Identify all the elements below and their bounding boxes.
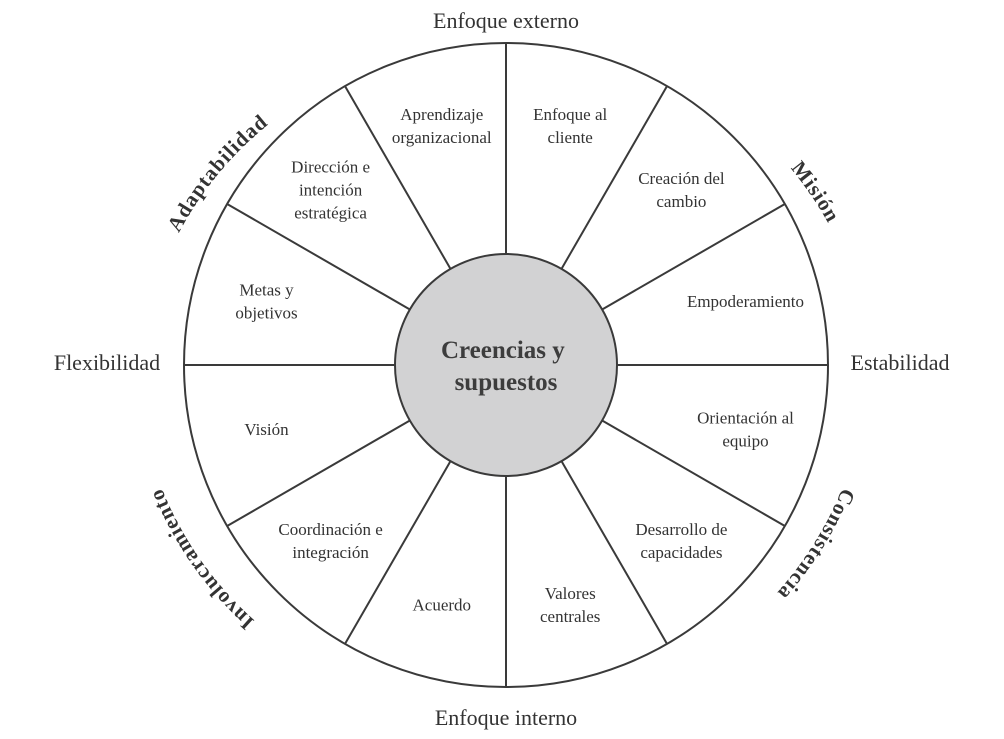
segment-divider — [226, 203, 411, 311]
segment-label: Enfoque al cliente — [533, 105, 607, 147]
segment-label-line: Acuerdo — [413, 596, 472, 615]
segment-divider — [601, 203, 786, 311]
center-label-line-1: Creencias y — [441, 337, 565, 364]
segment-label: Metas y objetivos — [235, 280, 297, 322]
segment-label: Dirección e intención estratégica — [291, 158, 370, 223]
segment-label-line: Valores — [545, 584, 596, 603]
segment-label-line: Creación del — [638, 169, 725, 188]
segment-label-line: cliente — [548, 128, 593, 147]
segment-label: Empoderamiento — [687, 292, 804, 311]
segment-dividers — [184, 43, 828, 687]
segment-label: Valores centrales — [540, 584, 600, 626]
segment-divider — [560, 85, 668, 270]
segment-label-line: intención — [299, 181, 363, 200]
axis-label-top: Enfoque externo — [433, 8, 579, 33]
center-label-line-2: supuestos — [455, 369, 558, 396]
segment-label-line: Empoderamiento — [687, 292, 804, 311]
center-hub — [394, 253, 618, 477]
segment-label-line: Orientación al — [697, 409, 794, 428]
segment-label-line: Visión — [244, 420, 289, 439]
segment-label-line: capacidades — [640, 543, 722, 562]
segment-label: Desarrollo de capacidades — [635, 520, 727, 562]
segment-label-line: Metas y — [239, 280, 294, 299]
axis-label-bottom: Enfoque interno — [435, 705, 577, 730]
segment-label-line: Aprendizaje — [400, 105, 483, 124]
segment-label-line: objetivos — [235, 303, 297, 322]
segment-label-line: equipo — [722, 432, 768, 451]
segment-label-line: cambio — [656, 192, 706, 211]
segment-label: Visión — [244, 420, 289, 439]
segment-label: Acuerdo — [413, 596, 472, 615]
center-label: Creencias y supuestos — [441, 337, 571, 396]
segment-divider — [344, 85, 452, 270]
segment-label-line: Desarrollo de — [635, 520, 727, 539]
segment-label-line: Coordinación e — [278, 520, 382, 539]
axis-label-left: Flexibilidad — [54, 350, 160, 375]
segment-label: Creación del cambio — [638, 169, 725, 211]
segment-label-line: organizacional — [392, 128, 492, 147]
segment-label-line: integración — [292, 543, 369, 562]
segment-label-line: estratégica — [294, 204, 367, 223]
segment-label-line: Enfoque al — [533, 105, 607, 124]
segment-label: Orientación al equipo — [697, 409, 794, 451]
segment-label-line: centrales — [540, 607, 600, 626]
segment-divider — [226, 419, 411, 527]
segment-label: Aprendizaje organizacional — [392, 105, 492, 147]
trait-label-mission: Misión — [787, 156, 846, 226]
segment-divider — [560, 460, 668, 645]
segment-divider — [601, 419, 786, 527]
axis-label-right: Estabilidad — [851, 350, 950, 375]
segment-label-line: Dirección e — [291, 158, 370, 177]
segment-label: Coordinación e integración — [278, 520, 382, 562]
segment-divider — [344, 460, 452, 645]
